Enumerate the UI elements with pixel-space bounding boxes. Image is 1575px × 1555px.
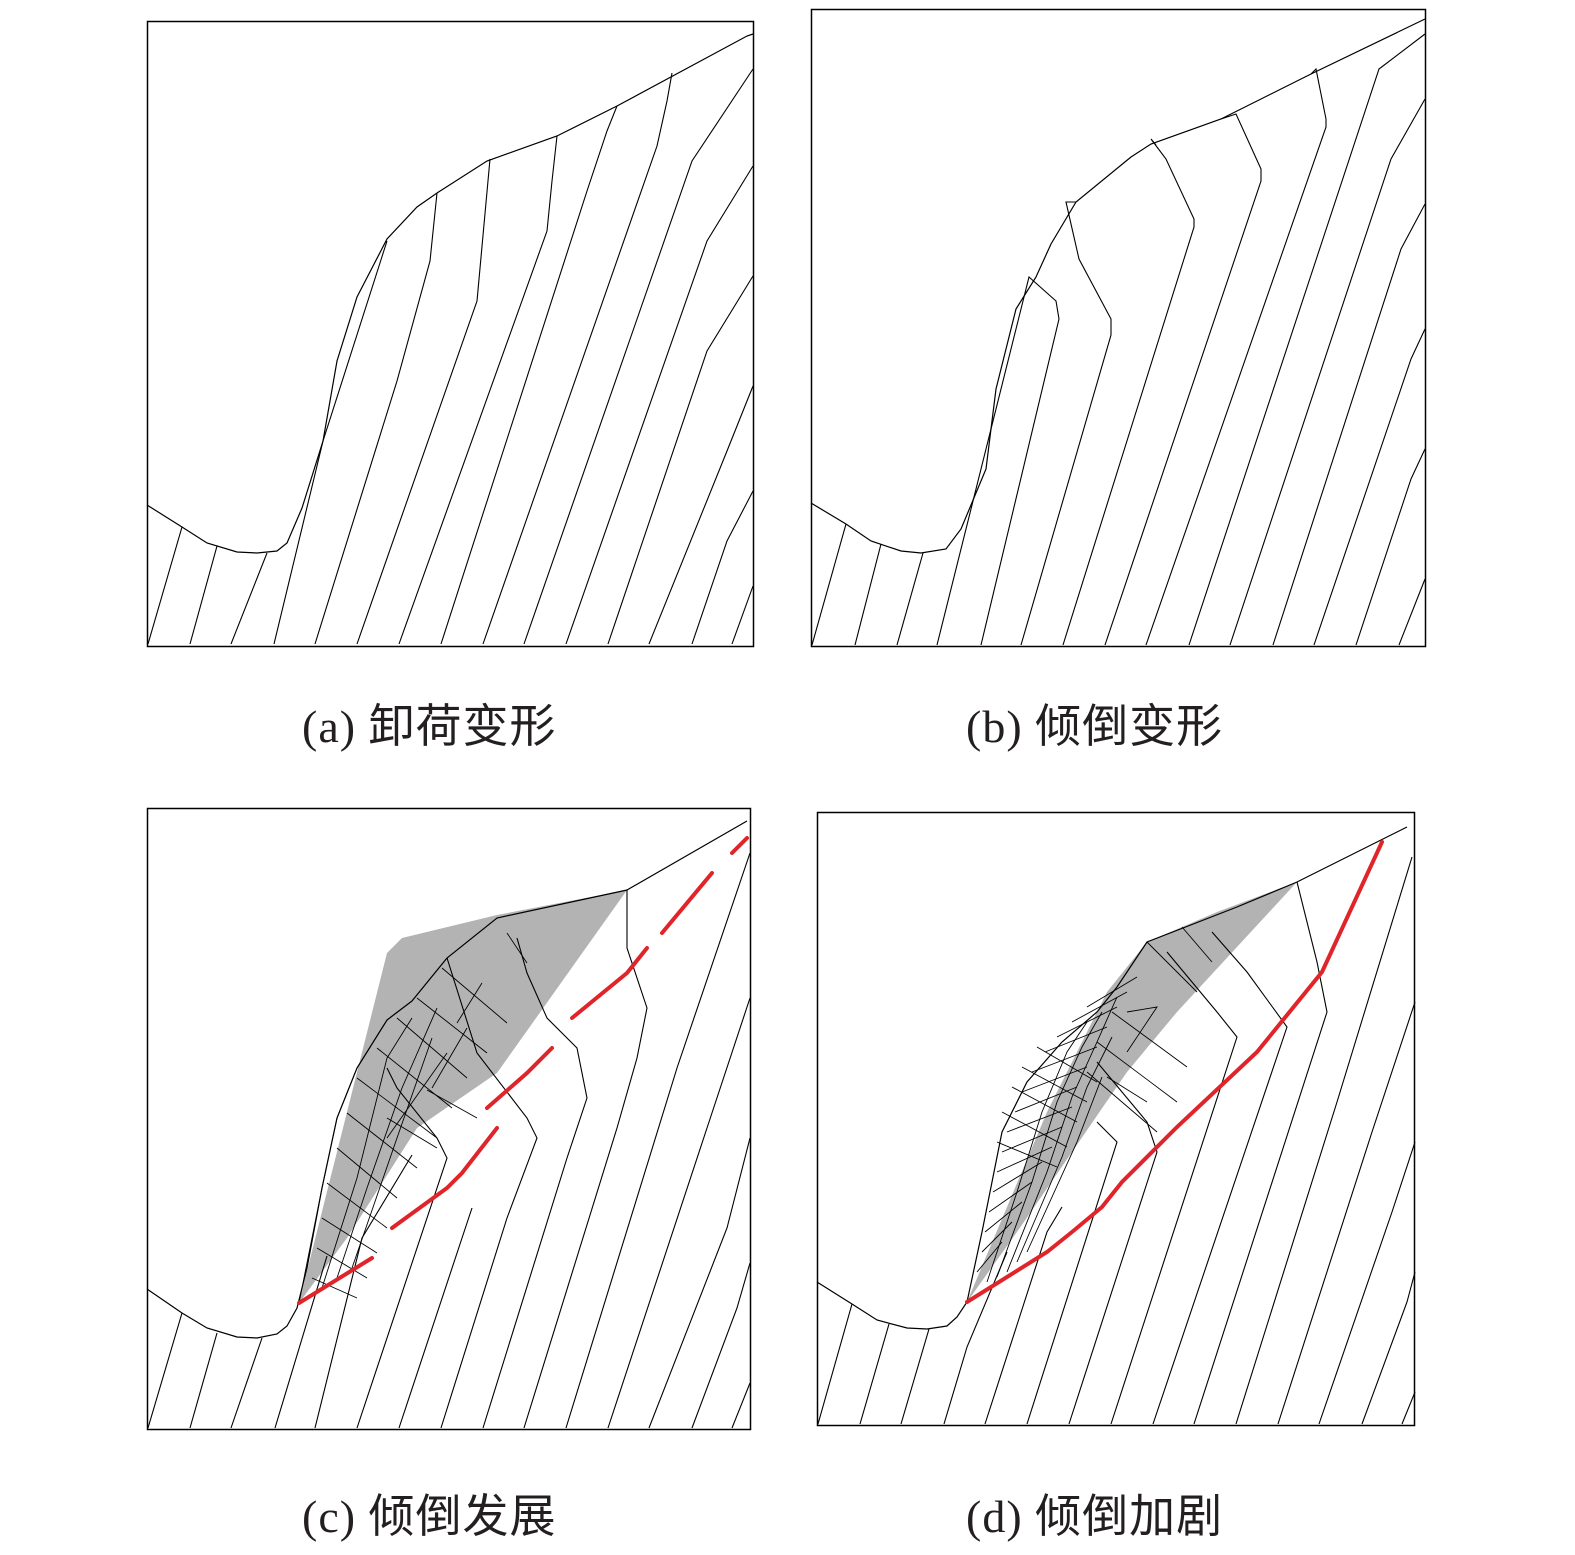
caption-a: (a) 卸荷变形	[302, 701, 557, 752]
toppled-zone	[967, 882, 1297, 1302]
panel-a-unloading	[146, 20, 755, 648]
fracture-lines	[297, 836, 749, 1305]
slope-diagram-c	[146, 807, 752, 1431]
slope-diagram-d	[816, 811, 1416, 1427]
caption-b: (b) 倾倒变形	[966, 701, 1224, 752]
slope-diagram-b	[810, 8, 1427, 648]
fragmented-grid	[976, 926, 1213, 1283]
panel-d-toppling-intensification	[816, 811, 1416, 1427]
fragmented-grid	[298, 932, 528, 1304]
caption-c: (c) 倾倒发展	[302, 1491, 557, 1542]
panel-b-toppling-deformation	[810, 8, 1427, 648]
panel-c-toppling-development	[146, 807, 752, 1431]
caption-d: (d) 倾倒加剧	[966, 1491, 1224, 1542]
toppled-zone	[299, 890, 627, 1303]
slope-diagram-a	[146, 20, 755, 648]
sliding-surface-line	[965, 840, 1384, 1304]
